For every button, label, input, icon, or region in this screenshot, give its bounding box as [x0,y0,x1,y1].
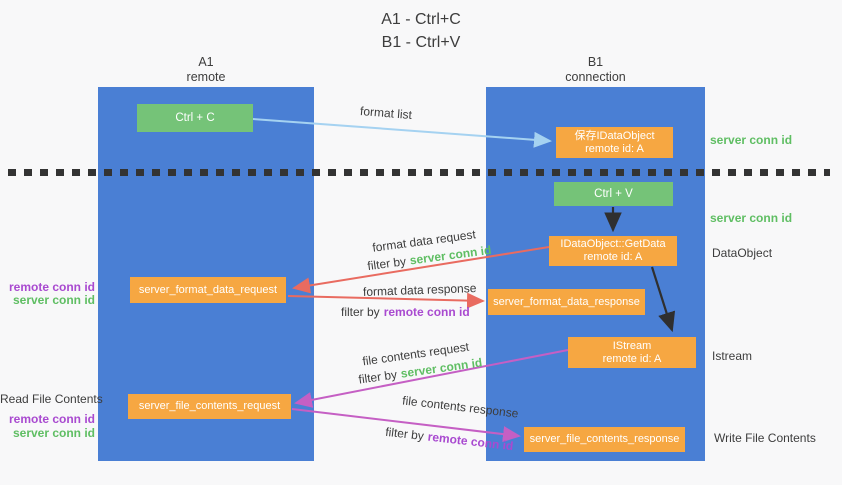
node-ctrl-v: Ctrl + V [554,182,673,206]
node-server-file-contents-response: server_file_contents_response [524,427,685,452]
right-server-conn-id-mid: server conn id [710,211,793,225]
file-response-label: server_file_contents_response [529,433,680,445]
node-server-format-data-response: server_format_data_response [488,289,645,315]
arrow-format-data-response [287,292,485,309]
lane-a1-name: A1 [198,55,214,69]
arrow-format-data-request [292,246,550,294]
arrow-file-contents-request [294,349,569,408]
getdata-line2: remote id: A [583,251,643,263]
ctrl-c-label: Ctrl + C [175,111,215,124]
lane-b1-role: connection [565,70,626,84]
left-remote-conn-id-bottom: remote conn id [8,412,95,426]
ctrl-v-label: Ctrl + V [594,187,633,200]
file-request-label: server_file_contents_request [138,400,281,412]
lane-header-a1: A1 remote [98,55,314,85]
getdata-line1: IDataObject::GetData [560,238,666,250]
filter-by-text: filter by [341,305,380,319]
lane-a1-role: remote [186,70,226,84]
save-idataobject-line1: 保存IDataObject [574,129,655,142]
arrow-getdata-to-istream [650,266,676,333]
left-server-conn-id-bottom: server conn id [12,426,95,440]
arrow-file-contents-response [291,408,521,443]
diagram-title: A1 - Ctrl+C B1 - Ctrl+V [0,8,842,54]
node-server-format-data-request: server_format_data_request [130,277,286,303]
right-istream: Istream [712,349,753,363]
format-request-label: server_format_data_request [138,283,278,296]
right-dataobject: DataObject [712,246,773,260]
node-ctrl-c: Ctrl + C [137,104,253,132]
right-server-conn-id-top: server conn id [710,133,793,147]
node-istream: IStream remote id: A [568,337,696,368]
format-response-label: server_format_data_response [493,295,640,308]
right-write-file-contents: Write File Contents [714,431,816,445]
node-save-idataobject: 保存IDataObject remote id: A [556,127,673,158]
node-idataobject-getdata: IDataObject::GetData remote id: A [549,236,677,266]
node-server-file-contents-request: server_file_contents_request [128,394,291,419]
left-server-conn-id-top: server conn id [12,293,95,307]
save-idataobject-line2: remote id: A [585,142,644,155]
left-read-file-contents: Read File Contents [0,392,103,406]
title-line-1: A1 - Ctrl+C [381,11,461,28]
remote-conn-id-text: remote conn id [383,305,470,319]
title-line-2: B1 - Ctrl+V [381,34,461,52]
istream-line2: remote id: A [602,352,662,365]
istream-line1: IStream [612,339,652,352]
session-divider-dotted-line [8,169,830,176]
lane-header-b1: B1 connection [486,55,705,85]
lane-b1-name: B1 [587,55,604,69]
arrow-format-list [252,118,552,148]
left-remote-conn-id-top: remote conn id [8,280,95,294]
